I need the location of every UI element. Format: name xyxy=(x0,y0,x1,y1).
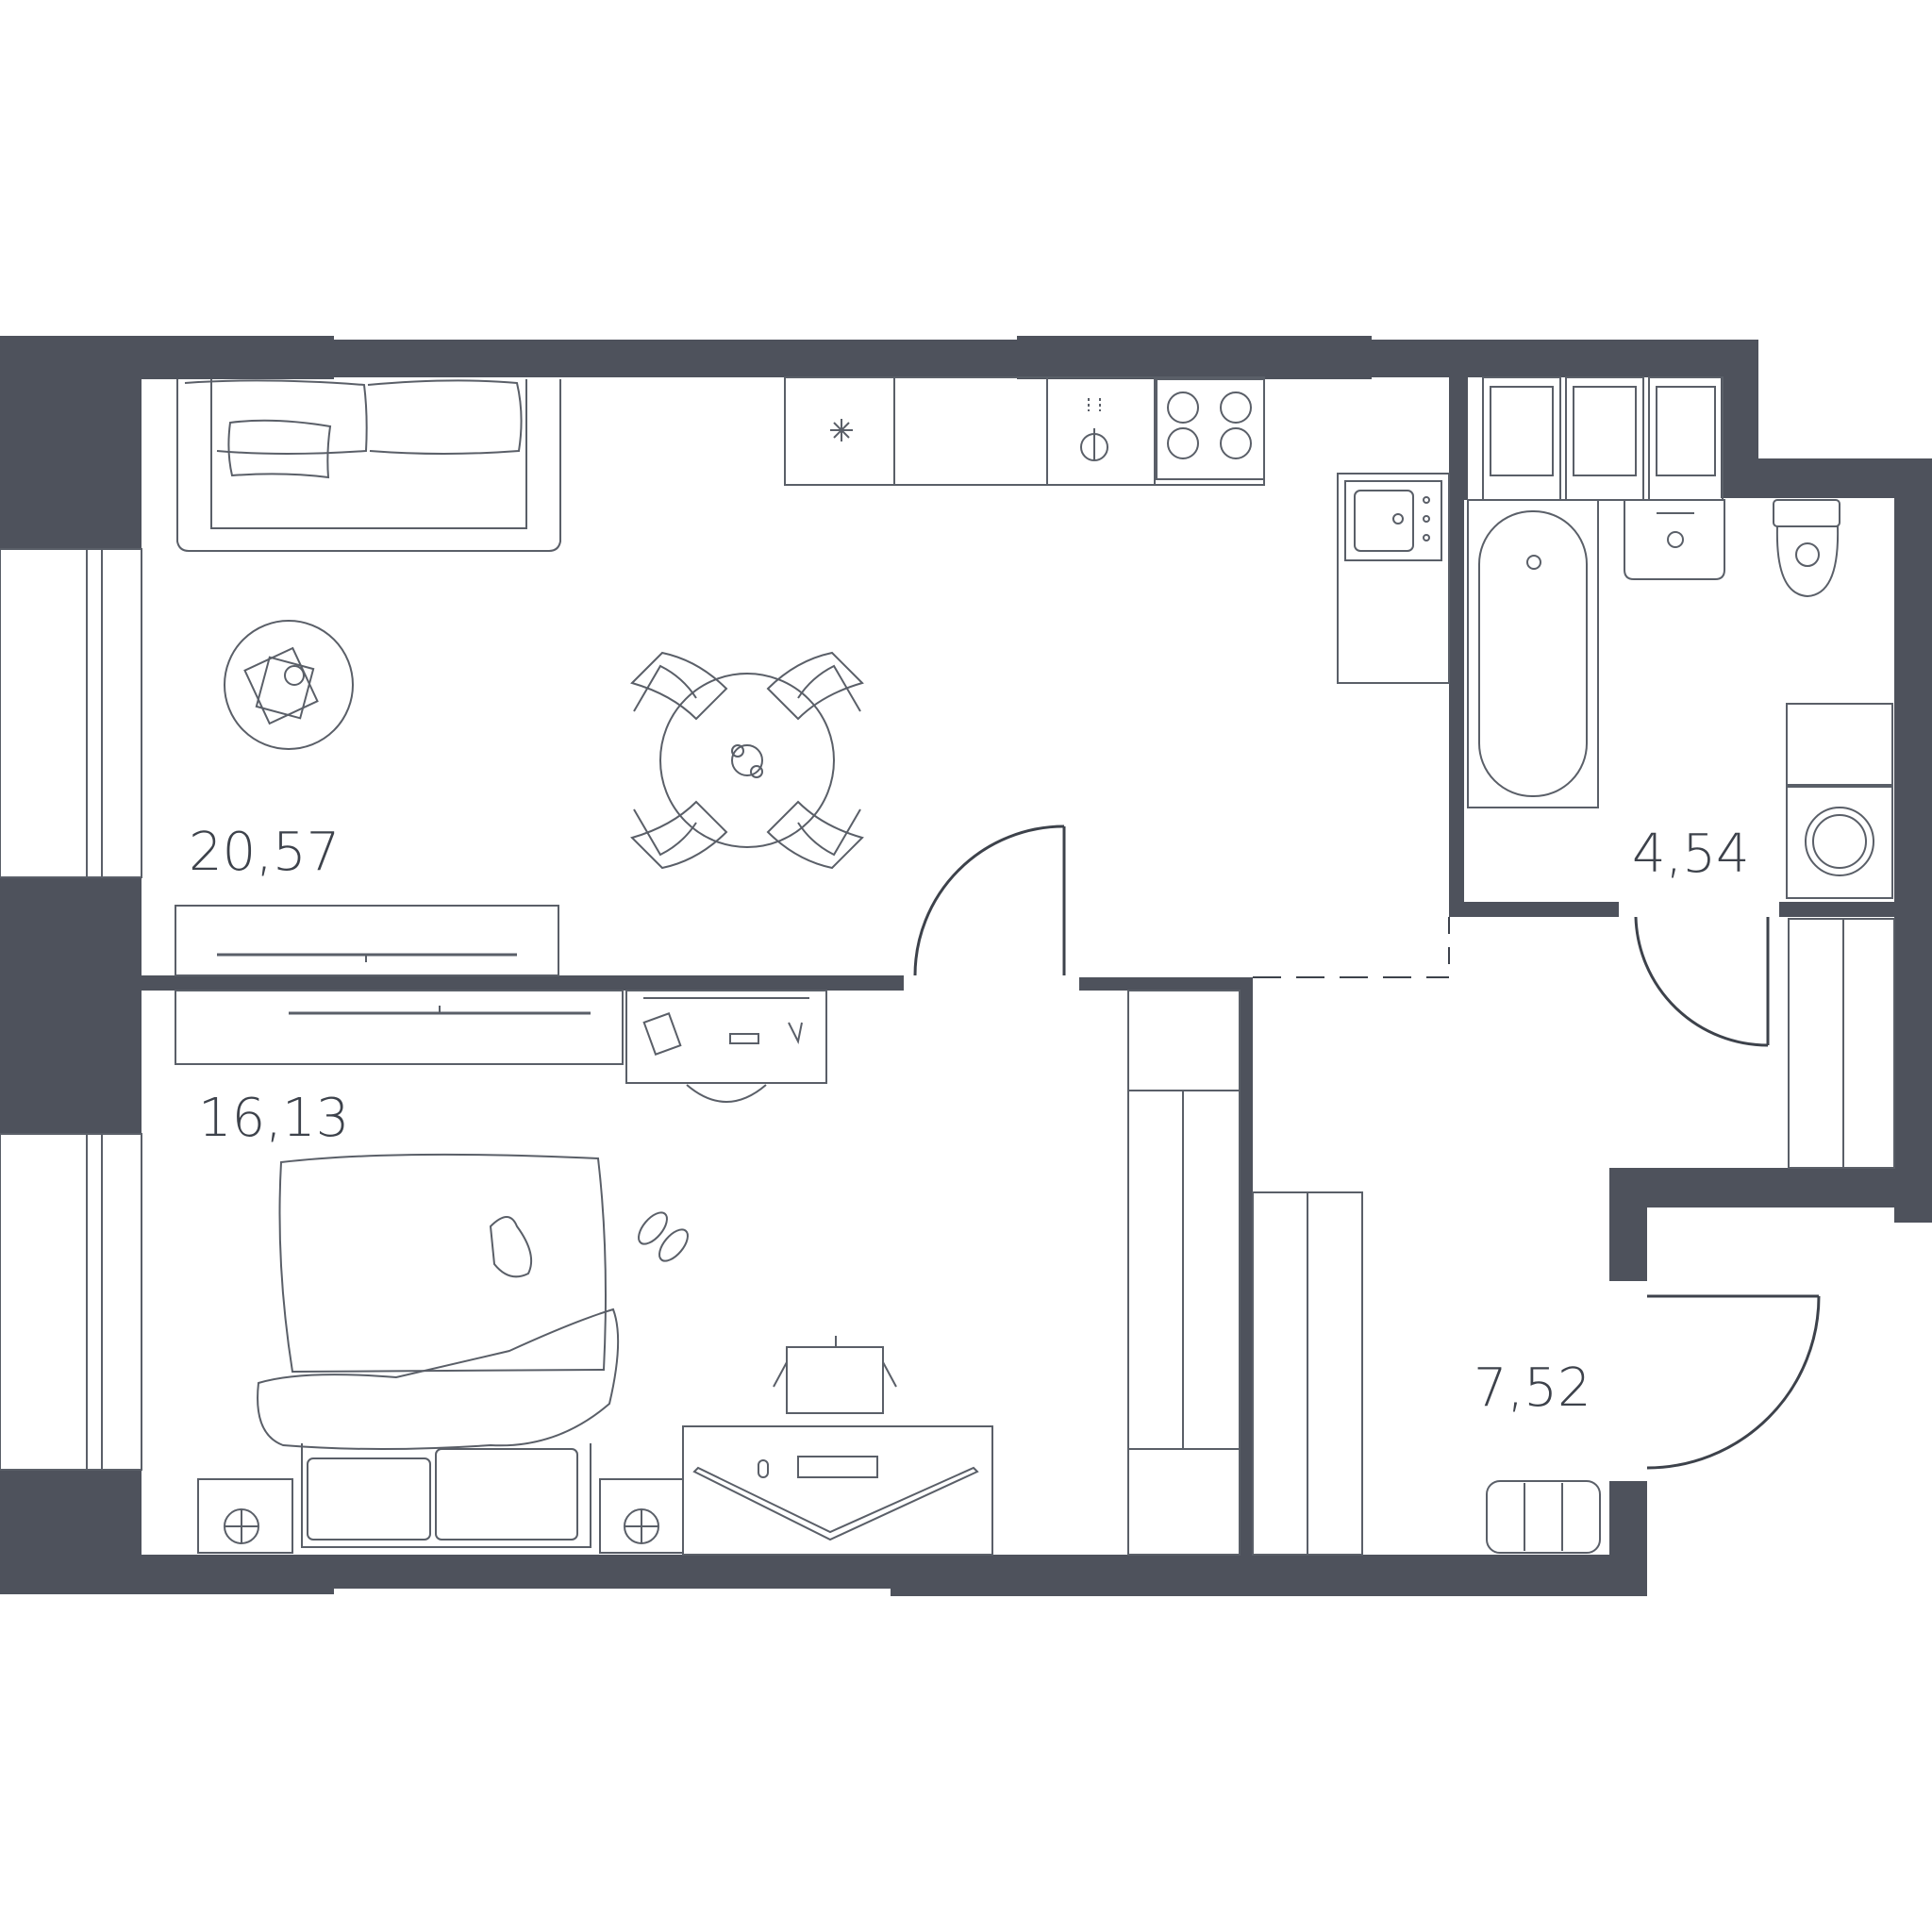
slippers xyxy=(638,1211,689,1262)
toilet xyxy=(1773,499,1840,598)
wardrobe-right xyxy=(1788,918,1895,1169)
kitchen-sink xyxy=(1337,473,1450,684)
area-bathroom: 4,54 xyxy=(1632,824,1750,885)
window-living xyxy=(0,548,142,878)
wardrobe-hall xyxy=(1252,1191,1363,1556)
wall-left-top xyxy=(0,336,142,549)
cooktop-icon xyxy=(1156,378,1265,480)
bath-cabinets xyxy=(1482,376,1724,501)
sofa xyxy=(176,379,561,552)
wall-top-right xyxy=(1372,340,1758,377)
bed xyxy=(257,1153,620,1548)
wall-bath-left xyxy=(1449,377,1464,917)
nightstand-right xyxy=(599,1478,684,1554)
door-bathroom xyxy=(1634,916,1770,1047)
door-living xyxy=(913,824,1066,976)
tv-unit-bedroom xyxy=(175,990,624,1065)
wall-right-main xyxy=(1894,458,1932,1223)
vanity-table xyxy=(625,990,827,1103)
living-furniture xyxy=(175,376,1450,976)
window-bedroom xyxy=(0,1133,142,1471)
wall-right-notch-down xyxy=(1609,1168,1647,1281)
hallway-furniture xyxy=(1486,1480,1601,1554)
wall-bottom-mid xyxy=(334,1555,891,1589)
dining-table xyxy=(659,673,835,848)
wall-right-bottom xyxy=(1609,1481,1647,1596)
wall-right-notch xyxy=(1609,1168,1932,1208)
tv-unit-living xyxy=(175,905,559,976)
coffee-table xyxy=(224,620,354,750)
nightstand-left xyxy=(197,1478,293,1554)
door-entrance xyxy=(1646,1294,1821,1470)
bath-sink xyxy=(1624,499,1725,580)
dining-chairs xyxy=(630,651,864,870)
door-kitchen-opening xyxy=(1253,917,1450,978)
wall-right-upper xyxy=(1721,340,1758,462)
wall-top-mid xyxy=(334,340,1017,377)
fridge-icon xyxy=(830,419,853,441)
area-labels: 20,57 16,13 4,54 7,52 xyxy=(189,822,1750,1419)
wall-bedroom-hall-horizontal xyxy=(1079,977,1251,991)
washing-machine xyxy=(1786,703,1893,899)
area-bedroom: 16,13 xyxy=(198,1088,349,1149)
windows xyxy=(0,548,142,1471)
bathroom-fixtures xyxy=(1467,376,1893,899)
wall-bath-bottom-left xyxy=(1449,902,1619,917)
wall-wardrobe-divider xyxy=(1240,977,1253,1555)
wall-left-middle xyxy=(0,877,142,1134)
bathtub xyxy=(1467,499,1599,808)
wardrobe-bedroom xyxy=(1127,990,1241,1556)
pouf-bench xyxy=(1486,1480,1601,1554)
wall-left-bottom xyxy=(0,1470,142,1592)
wall-bottom-right xyxy=(891,1555,1609,1596)
wall-living-bedroom xyxy=(142,975,904,991)
wall-bath-top-divider xyxy=(1458,377,1468,500)
doors xyxy=(913,824,1821,1470)
bedroom-furniture xyxy=(175,990,993,1556)
area-living-kitchen: 20,57 xyxy=(189,822,340,883)
walls xyxy=(0,336,1932,1596)
wardrobes xyxy=(1127,918,1895,1556)
area-hallway: 7,52 xyxy=(1474,1357,1591,1419)
desk xyxy=(682,1336,993,1556)
kitchen-tap-icon xyxy=(1080,398,1108,461)
wall-bath-bottom-right xyxy=(1779,902,1894,917)
wall-top-center xyxy=(1017,336,1372,379)
